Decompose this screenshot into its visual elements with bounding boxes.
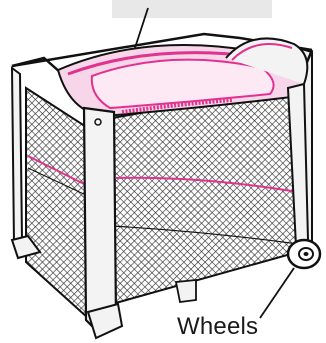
back-left-post	[12, 68, 22, 244]
wheels-label: Wheels	[177, 313, 258, 341]
front-left-post	[84, 108, 116, 330]
front-mesh-panel	[112, 86, 298, 304]
left-mesh-panel	[26, 88, 88, 318]
center-leg	[176, 280, 196, 302]
wheel-icon	[288, 240, 320, 268]
wheels-callout-line	[260, 268, 294, 318]
